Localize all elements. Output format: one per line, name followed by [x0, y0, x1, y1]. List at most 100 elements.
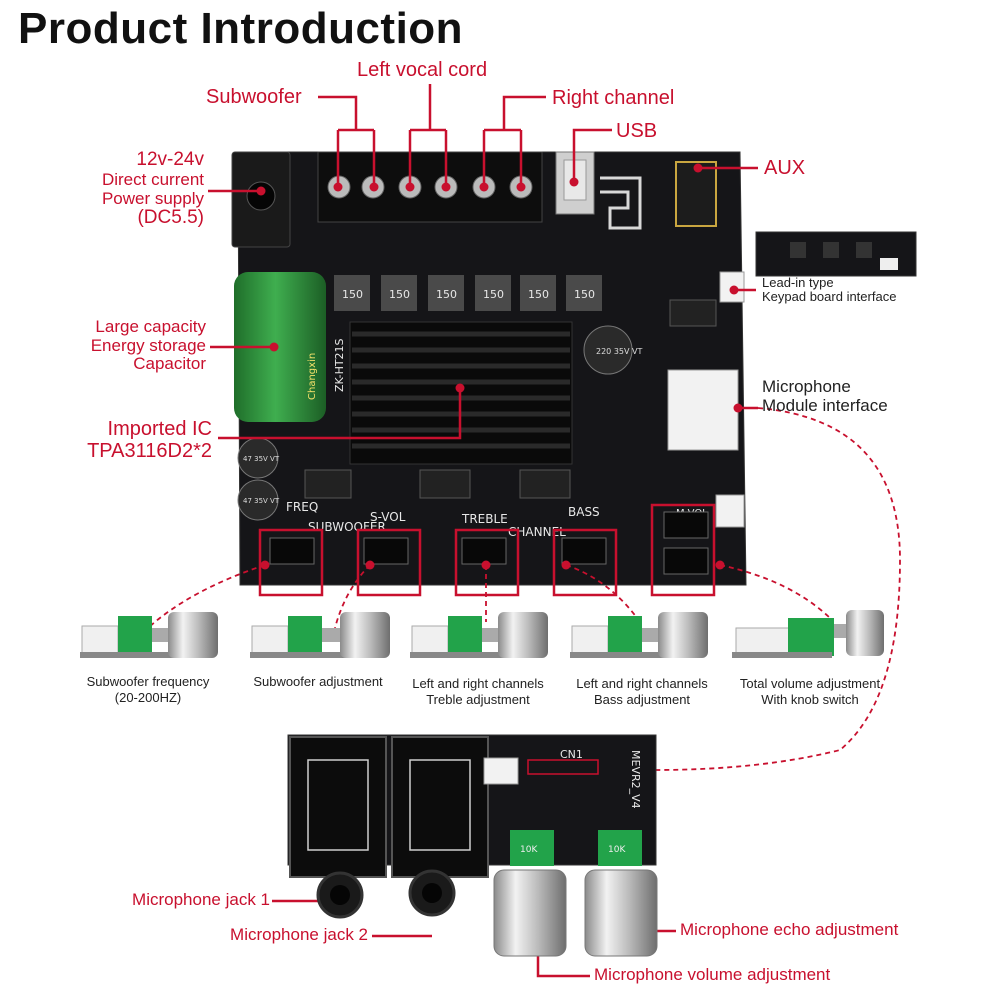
inductor-label: 150 — [483, 288, 504, 301]
terminal-screws — [327, 175, 533, 199]
inductor-label: 150 — [436, 288, 457, 301]
silk-svol: S-VOL — [370, 510, 406, 524]
mic-pot-volume — [510, 830, 554, 866]
mic-pot-echo — [598, 830, 642, 866]
caption-line-2: (20-200HZ) — [114, 690, 182, 706]
caption-line-1: Subwoofer adjustment — [253, 674, 383, 689]
dashed-connectors — [147, 407, 901, 771]
caption-subwoofer-adjustment: Subwoofer adjustment — [238, 674, 398, 690]
mvol-header-2 — [663, 547, 709, 575]
mic-jack-body-2 — [391, 736, 489, 878]
mic-module-line-1: Microphone — [762, 377, 851, 396]
treble-header — [461, 537, 507, 565]
silk-treble: TREBLE — [461, 512, 508, 526]
bass-header — [561, 537, 607, 565]
knob-module-treble — [410, 612, 548, 658]
label-keypad: Lead-in type Keypad board interface — [762, 275, 897, 305]
caption-total-volume: Total volume adjustment With knob switch — [730, 676, 890, 709]
bluetooth-antenna — [600, 176, 642, 230]
label-mic-jack-2: Microphone jack 2 — [230, 925, 368, 944]
caption-line-2: With knob switch — [761, 692, 859, 708]
energy-capacitor — [234, 272, 326, 422]
medium-capacitor-label: 220 35V VT — [596, 347, 642, 356]
ic-chip — [519, 469, 571, 499]
label-usb: USB — [616, 120, 658, 142]
keypad-line-2: Keypad board interface — [762, 289, 897, 305]
aux-jack — [675, 161, 717, 227]
capacitor-line-3: Capacitor — [133, 354, 206, 374]
label-mic-echo: Microphone echo adjustment — [680, 920, 899, 939]
label-subwoofer: Subwoofer — [206, 86, 302, 108]
power-supply: Power supply — [101, 188, 204, 208]
mvol-header — [663, 511, 709, 539]
mic-header — [527, 759, 599, 775]
mic-jack-body-1 — [289, 736, 387, 878]
knob-module-freq — [80, 612, 218, 658]
led-connector — [715, 494, 745, 528]
label-mic-volume: Microphone volume adjustment — [594, 965, 831, 984]
medium-capacitor — [583, 325, 633, 375]
chip-id: ZK-HT21S — [333, 338, 346, 392]
mic-pot-label: 10K — [520, 845, 538, 855]
caption-subwoofer-frequency: Subwoofer frequency (20-200HZ) — [68, 674, 228, 707]
label-mic-jack-1: Microphone jack 1 — [132, 890, 270, 909]
silk-freq: FREQ — [286, 500, 318, 514]
caption-line-1: Left and right channels — [576, 676, 708, 691]
mic-silk-ver: MEVR2_V4 — [629, 750, 642, 809]
inductor-label: 150 — [389, 288, 410, 301]
inductor-label: 150 — [342, 288, 363, 301]
mic-knob-echo — [584, 869, 658, 957]
power-dc55: (DC5.5) — [137, 207, 204, 229]
caption-treble-adjustment: Left and right channels Treble adjustmen… — [398, 676, 558, 709]
ic-line-1: Imported IC — [107, 418, 212, 440]
label-capacitor: Large capacity Energy storage Capacitor — [90, 317, 206, 374]
label-left-vocal-cord: Left vocal cord — [357, 59, 488, 81]
power-dc: Direct current — [101, 169, 204, 189]
silk-bass: BASS — [568, 505, 600, 519]
small-capacitor — [237, 479, 279, 521]
small-capacitor-label: 47 35V VT — [243, 455, 280, 463]
knob-module-bass — [570, 612, 708, 658]
caption-line-1: Left and right channels — [412, 676, 544, 691]
small-capacitor-label: 47 35V VT — [243, 497, 280, 505]
freq-header — [269, 537, 315, 565]
ic-chip — [304, 469, 352, 499]
mic-module-line-2: Module interface — [762, 395, 888, 415]
mic-knob-volume — [493, 869, 567, 957]
inductor-label: 150 — [528, 288, 549, 301]
inductor-label: 150 — [574, 288, 595, 301]
caption-bass-adjustment: Left and right channels Bass adjustment — [562, 676, 722, 709]
label-aux: AUX — [764, 157, 806, 179]
power-voltage: 12v-24v — [136, 149, 204, 170]
label-mic-module: Microphone Module interface — [762, 377, 888, 415]
mic-pot-label: 10K — [608, 845, 626, 855]
label-right-channel: Right channel — [552, 87, 675, 109]
label-ic: Imported IC TPA3116D2*2 — [87, 418, 212, 462]
silk-channel: CHANNEL — [508, 525, 566, 539]
svol-header — [363, 537, 409, 565]
knob-module-volume — [732, 610, 884, 658]
capacitor-brand: Changxin — [307, 353, 318, 400]
page-title: Product Introduction — [18, 4, 464, 53]
ic-line-2: TPA3116D2*2 — [87, 440, 212, 462]
ic-chip — [419, 469, 471, 499]
capacitor-line-2: Energy storage — [90, 335, 206, 355]
mic-silk-cn: CN1 — [560, 748, 583, 761]
caption-line-2: Treble adjustment — [426, 692, 530, 708]
keypad-board — [755, 231, 917, 277]
keypad-line-1: Lead-in type — [762, 275, 834, 290]
mic-board: CN1 MEVR2_V4 10K 10K — [287, 734, 658, 957]
caption-line-2: Bass adjustment — [593, 692, 691, 708]
header-highlights — [258, 503, 716, 597]
caption-line-1: Subwoofer frequency — [86, 674, 210, 689]
inductors — [334, 275, 602, 311]
caption-line-1: Total volume adjustment — [739, 676, 881, 691]
capacitor-line-1: Large capacity — [95, 317, 206, 336]
knob-module-subwoofer — [250, 612, 390, 658]
inductor-labels: 150 150 150 150 150 150 — [342, 288, 595, 301]
ic-chip — [669, 299, 717, 327]
main-board: 150 150 150 150 150 150 Changxin ZK-HT21… — [231, 151, 747, 586]
terminal-block — [317, 151, 543, 223]
mic-connector — [483, 757, 519, 785]
